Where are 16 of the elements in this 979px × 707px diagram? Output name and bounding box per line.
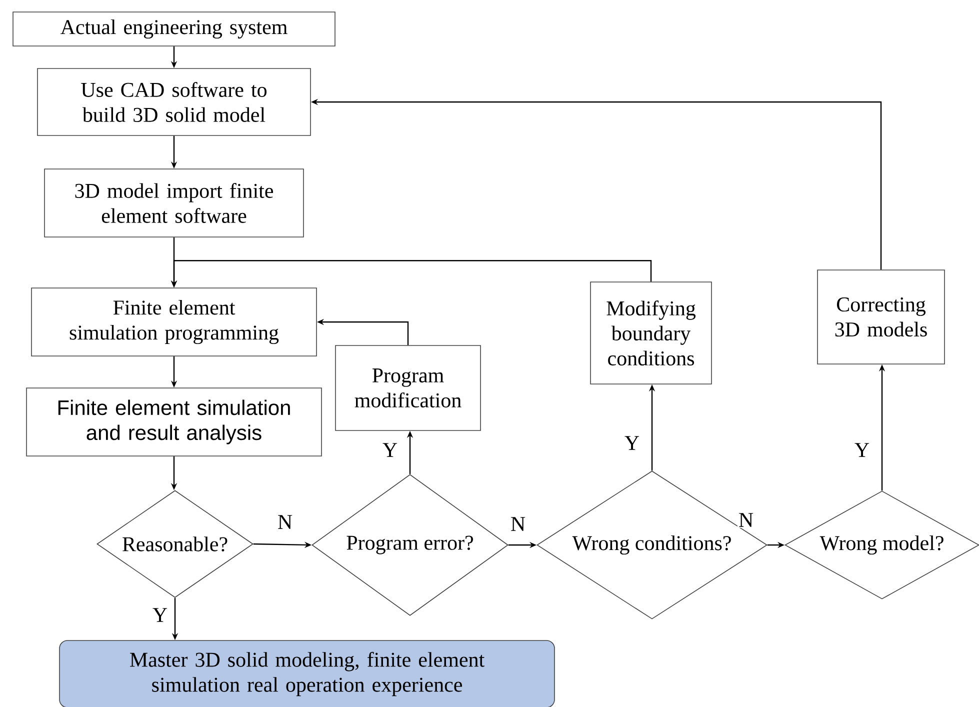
edge-label: Y: [853, 442, 871, 458]
process-box: Modifying boundary conditions: [590, 282, 712, 384]
result-box: Master 3D solid modeling, finite element simulation real operation experience: [59, 640, 555, 707]
edge-label: N: [276, 514, 294, 530]
process-box: Program modification: [335, 345, 481, 431]
process-box: Use CAD software to build 3D solid model: [37, 68, 311, 136]
edge-label: Y: [381, 442, 399, 458]
edge-label: N: [509, 516, 527, 532]
process-box: 3D model import finite element software: [44, 168, 304, 238]
process-box: Correcting 3D models: [817, 270, 945, 364]
process-box: Finite element simulation and result analysis: [26, 388, 322, 456]
edge-label: Y: [623, 435, 641, 451]
edge-label: N: [737, 512, 755, 528]
edge-label: Y: [151, 607, 169, 623]
process-box: Actual engineering system: [12, 12, 336, 46]
process-box: Finite element simulation programming: [31, 288, 317, 356]
